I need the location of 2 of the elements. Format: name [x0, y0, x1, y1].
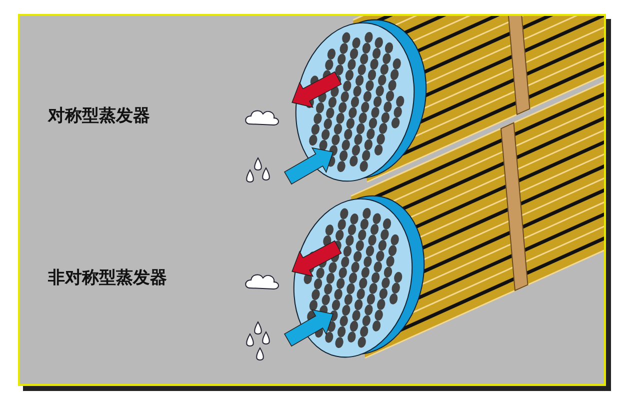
- evaporator-label: 对称型蒸发器: [48, 105, 150, 127]
- evaporator-label: 非对称型蒸发器: [48, 267, 167, 289]
